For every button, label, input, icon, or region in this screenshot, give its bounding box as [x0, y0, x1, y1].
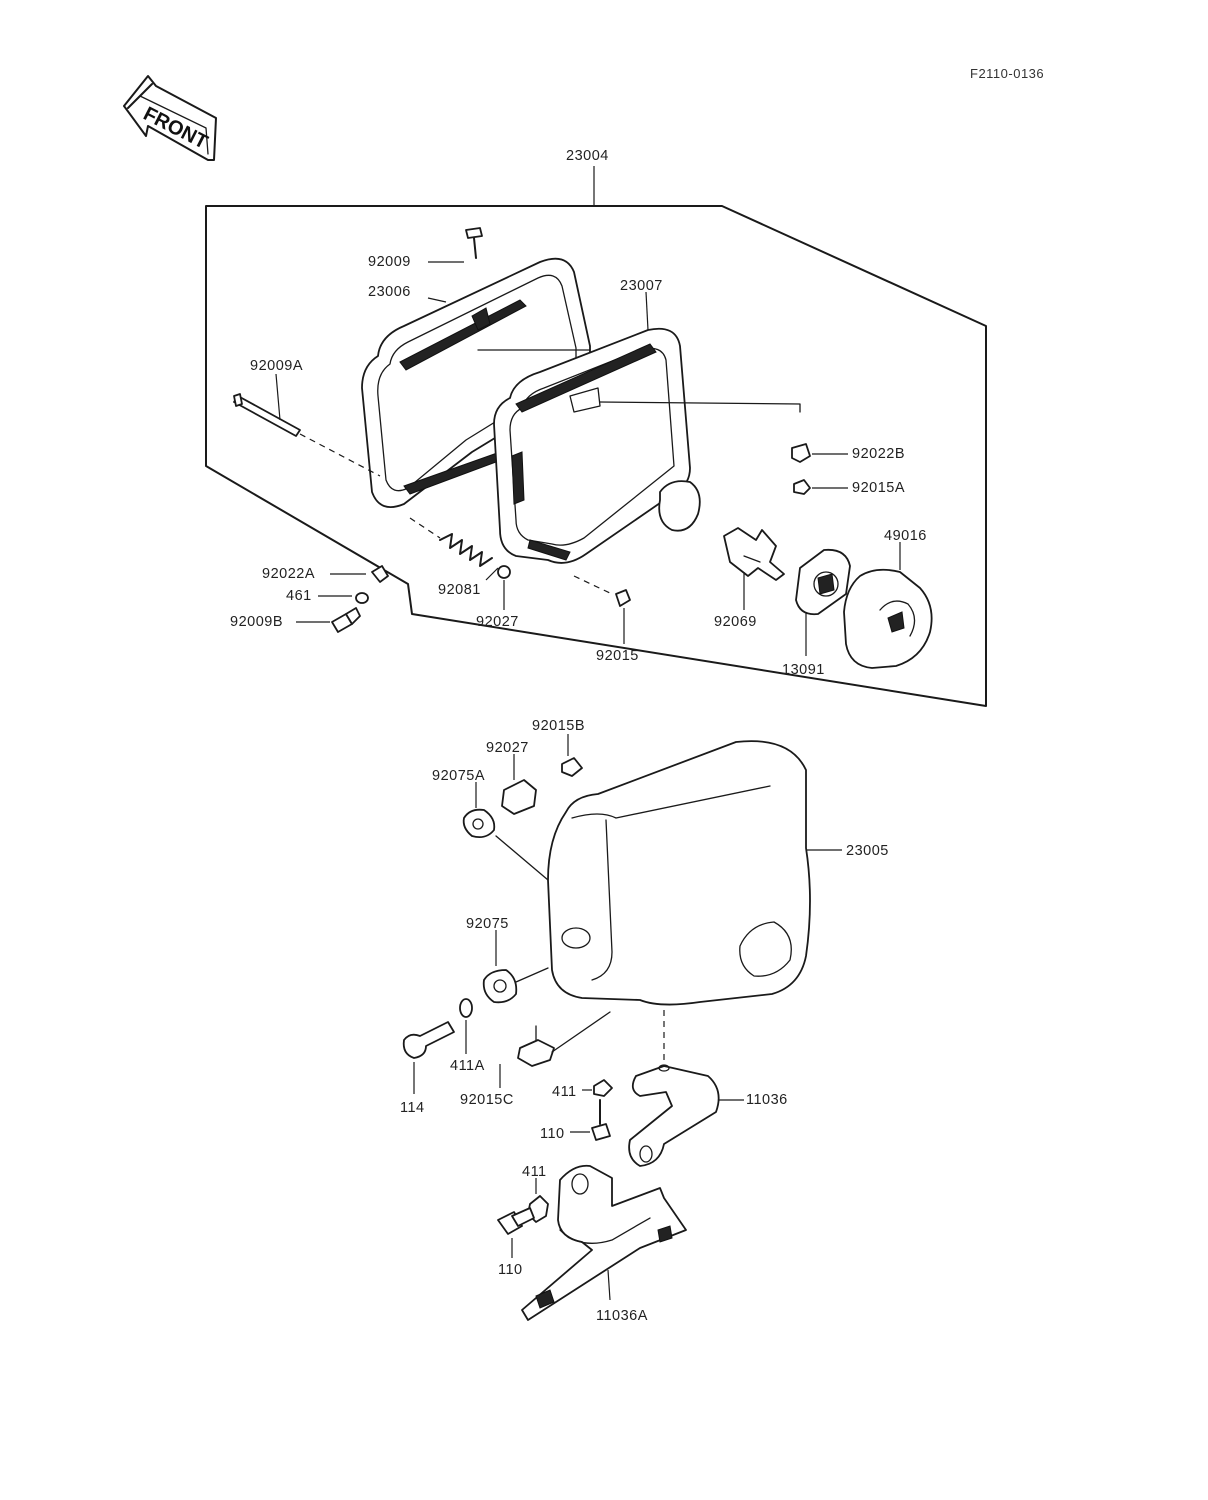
part-nut-92015: 92015: [573, 575, 639, 664]
part-screw-92009A: 92009A: [233, 358, 381, 477]
label-92015A: 92015A: [852, 480, 905, 496]
label-23006: 23006: [368, 284, 411, 300]
label-92081: 92081: [438, 582, 481, 598]
part-screw-92009B: 92009B: [230, 607, 361, 633]
label-92022A: 92022A: [262, 566, 315, 582]
label-411-middle: 411: [552, 1084, 577, 1100]
label-92009A: 92009A: [250, 358, 303, 374]
part-washer-411A: 411A: [450, 998, 485, 1074]
part-grommet-92022A: 92022A: [262, 565, 389, 583]
label-92009: 92009: [368, 254, 411, 270]
part-case-23005: 23005: [547, 740, 889, 1006]
part-grommet-92075A: 92075A: [432, 768, 549, 881]
part-bolt-114: 114: [400, 1021, 455, 1116]
label-110-middle: 110: [540, 1126, 565, 1142]
label-23004: 23004: [566, 148, 609, 164]
label-92015: 92015: [596, 648, 639, 664]
label-461: 461: [286, 588, 312, 604]
label-92027-lower: 92027: [486, 740, 529, 756]
part-beam-unit-23007: 23007: [477, 278, 801, 564]
part-bolt-110-lower: 110: [497, 1207, 535, 1278]
part-nut-92015C: 92015C: [460, 1011, 611, 1108]
part-bracket-11036: 11036: [628, 1010, 788, 1167]
label-92022B: 92022B: [852, 446, 905, 462]
part-washer-411-middle: 411: [552, 1079, 613, 1100]
label-110-lower: 110: [498, 1262, 523, 1278]
label-114: 114: [400, 1100, 425, 1116]
front-arrow-icon: FRONT: [123, 75, 217, 161]
part-grommet-92075: 92075: [466, 916, 549, 1004]
label-411-lower: 411: [522, 1164, 547, 1180]
label-11036: 11036: [746, 1092, 788, 1108]
label-49016: 49016: [884, 528, 927, 544]
assembly-outline-23004: 23004: [205, 148, 987, 707]
part-rim-23006: 23006: [361, 257, 591, 508]
part-collar-92027-upper: 92027: [476, 565, 519, 630]
part-bolt-110-middle: 110: [540, 1099, 611, 1142]
label-92015C: 92015C: [460, 1092, 514, 1108]
figure-code: F2110-0136: [970, 66, 1044, 81]
label-411A: 411A: [450, 1058, 485, 1074]
part-socket-13091: 13091: [782, 548, 851, 678]
part-nut-92015B: 92015B: [532, 718, 585, 777]
part-washer-461: 461: [286, 588, 369, 604]
part-cover-49016: 49016: [843, 528, 933, 669]
part-grommet-92022B: 92022B: [791, 443, 905, 463]
label-92075A: 92075A: [432, 768, 485, 784]
label-11036A: 11036A: [596, 1308, 648, 1324]
label-92027-upper: 92027: [476, 614, 519, 630]
part-nut-92015A: 92015A: [793, 479, 905, 496]
part-collar-92027-lower: 92027: [486, 740, 537, 815]
part-bracket-11036A: 11036A: [521, 1164, 687, 1324]
label-92009B: 92009B: [230, 614, 283, 630]
part-screw-92009: 92009: [368, 227, 483, 270]
label-23005: 23005: [846, 843, 889, 859]
part-spring-92081: 92081: [409, 517, 499, 598]
label-92069: 92069: [714, 614, 757, 630]
label-92015B: 92015B: [532, 718, 585, 734]
label-92075: 92075: [466, 916, 509, 932]
label-13091: 13091: [782, 662, 825, 678]
label-23007: 23007: [620, 278, 663, 294]
part-bulb-92069: 92069: [714, 527, 785, 630]
